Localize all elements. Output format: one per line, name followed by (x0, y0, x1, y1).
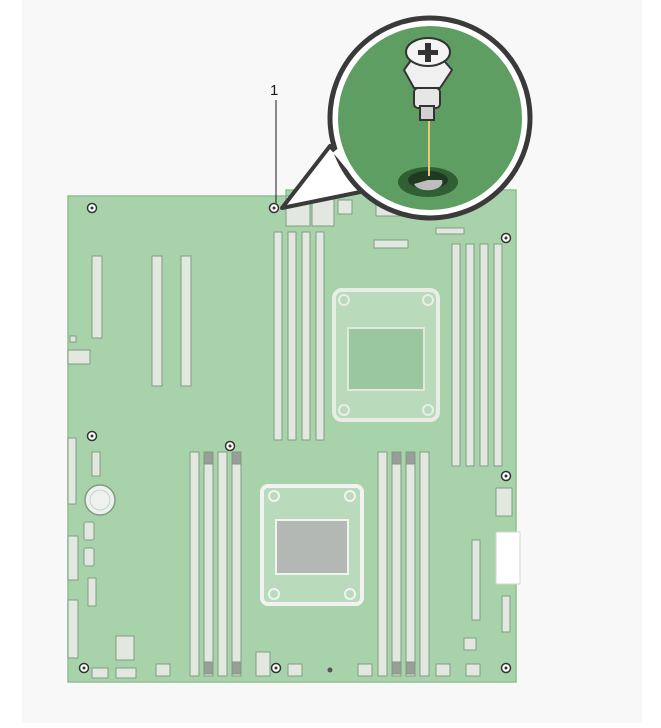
sas-connector (67, 437, 77, 505)
screw-icon (86, 430, 98, 442)
bubble-joint (332, 147, 370, 189)
dimm-slot (451, 243, 461, 467)
cpu-socket-2 (260, 484, 364, 606)
socket-screw (422, 404, 434, 416)
socket-screw (344, 588, 356, 600)
dimm-latch (405, 661, 416, 675)
connector (373, 239, 409, 249)
dimm-slot (301, 231, 311, 441)
dimm-slot (287, 231, 297, 441)
expansion-slot (151, 255, 163, 387)
dimm-latch (203, 451, 214, 465)
screw-icon (86, 202, 98, 214)
dimm-slot (465, 243, 475, 467)
screw-icon (327, 667, 333, 673)
screw-icon (500, 470, 512, 482)
dimm-latch (391, 451, 402, 465)
screw-icon (500, 662, 512, 674)
coin-cell-battery (84, 484, 116, 516)
cpu-socket-1 (332, 288, 440, 422)
socket-screw (344, 490, 356, 502)
dimm-slot (377, 451, 388, 677)
dimm-bank-upper-left (273, 231, 325, 441)
power-connector (495, 487, 513, 517)
fan-connector (357, 663, 373, 677)
jumper (69, 335, 77, 343)
dimm-latch (203, 661, 214, 675)
expansion-slot (180, 255, 192, 387)
socket-screw (268, 588, 280, 600)
connector (87, 577, 97, 607)
expansion-slot (501, 595, 511, 633)
screw-icon (268, 202, 280, 214)
sata-connector (83, 547, 95, 567)
dimm-slot (391, 451, 402, 677)
dimm-slot (217, 451, 228, 677)
dimm-slot (479, 243, 489, 467)
cpu-heatspreader (275, 519, 349, 575)
fan-connector (287, 663, 303, 677)
fan-connector (465, 663, 481, 677)
connector (91, 667, 109, 679)
connector (91, 451, 101, 477)
screw-icon (500, 232, 512, 244)
dimm-latch (391, 661, 402, 675)
dimm-latch (405, 451, 416, 465)
expansion-slot (471, 539, 481, 621)
connector (67, 349, 91, 365)
standoff-icon (398, 167, 458, 197)
usb-connector (115, 635, 135, 661)
dimm-slot (231, 451, 242, 677)
dimm-slot (203, 451, 214, 677)
mounting-screws (78, 202, 512, 674)
screw-icon (270, 662, 282, 674)
dimm-bank-upper-right (451, 243, 503, 467)
socket-screw (268, 490, 280, 502)
callout-number: 1 (270, 82, 279, 99)
phillips-head-icon (403, 37, 453, 121)
detail-callout-bubble (280, 15, 533, 221)
system-board (67, 189, 521, 683)
header-connector (67, 599, 79, 659)
socket-screw (338, 404, 350, 416)
dimm-bank-lower-left (189, 451, 242, 677)
connector (115, 667, 137, 679)
dimm-slot (405, 451, 416, 677)
screw-icon (224, 440, 236, 452)
fan-connector (155, 663, 171, 677)
board-cutout (495, 531, 521, 585)
dimm-slot (493, 243, 503, 467)
rear-io-block (337, 199, 353, 215)
dimm-slot (315, 231, 325, 441)
cpu-heatspreader (347, 327, 425, 391)
fan-connector (435, 663, 451, 677)
power-connector (255, 651, 271, 677)
dimm-latch (231, 451, 242, 465)
socket-screw (338, 294, 350, 306)
sata-connector (83, 521, 95, 541)
dimm-slot (189, 451, 200, 677)
dimm-bank-lower-right (377, 451, 430, 677)
dimm-slot (273, 231, 283, 441)
screw-icon (78, 662, 90, 674)
dimm-latch (231, 661, 242, 675)
connector (463, 637, 477, 651)
header-connector (67, 535, 79, 581)
socket-screw (422, 294, 434, 306)
connector (435, 227, 465, 235)
dimm-slot (419, 451, 430, 677)
expansion-slot (91, 255, 103, 339)
expansion-slots (91, 255, 511, 633)
